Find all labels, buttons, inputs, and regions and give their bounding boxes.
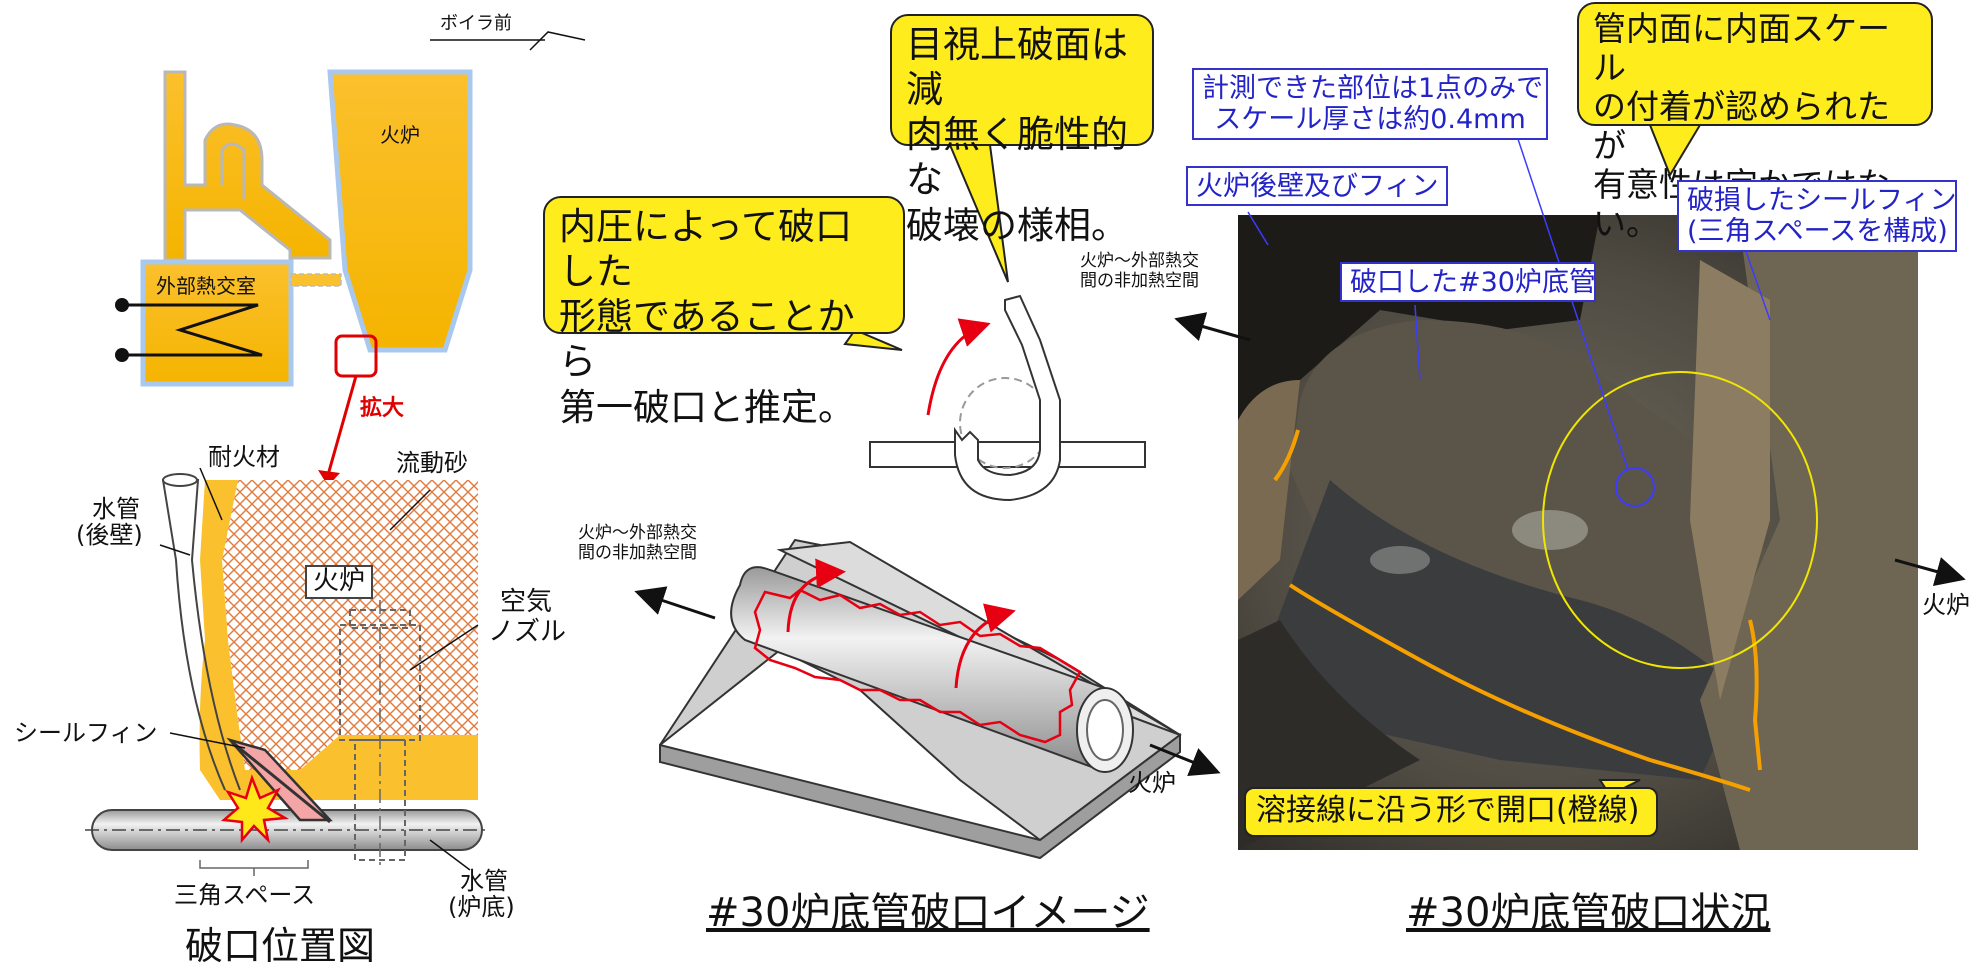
water-tube-rear-sub-label: (後壁)	[76, 521, 143, 549]
furnace-label: 火炉	[305, 565, 374, 599]
callout-tail-pressure	[843, 328, 903, 351]
seal-fin-label: シールフィン	[14, 719, 158, 747]
nonheated-space-label-mid: 火炉～外部熱交 間の非加熱空間	[578, 523, 697, 563]
callout-pressure-line-2: 形態であることから	[559, 295, 855, 384]
damaged-fin-line-1: 破損したシールフィン	[1687, 185, 1957, 216]
triangle-space-label: 三角スペース	[174, 881, 316, 909]
fin-tube-3d	[634, 538, 1221, 860]
ruptured-tube-label: 破口した#30炉底管	[1340, 262, 1596, 302]
water-tube-floor-sub-label: (炉底)	[448, 893, 515, 921]
rupture-image-caption: #30炉底管破口イメージ	[706, 890, 1150, 936]
nonheated-space-right-line-1: 火炉～外部熱交	[1080, 251, 1199, 271]
callout-internal-pressure: 内圧によって破口した 形態であることから 第一破口と推定。	[543, 196, 905, 429]
enlarged-section	[85, 467, 490, 876]
callout-scale-line-2: の付着が認められたが	[1593, 86, 1890, 165]
measurement-note: 計測できた部位は1点のみで スケール厚さは約0.4mm	[1192, 68, 1548, 140]
callout-visual-rupture: 目視上破面は減 肉無く脆性的な 破壊の様相。	[890, 14, 1154, 247]
callout-pressure-line-3: 第一破口と推定。	[559, 385, 855, 429]
furnace-arrow-label-mid: 火炉	[1128, 769, 1176, 797]
rupture-photo	[1174, 129, 1966, 850]
nonheated-space-right-line-2: 間の非加熱空間	[1080, 270, 1199, 291]
nonheated-space-mid-line-2: 間の非加熱空間	[578, 542, 697, 563]
callout-visual-line-3: 破壊の様相。	[906, 203, 1128, 247]
boiler-schematic	[115, 31, 586, 486]
callout-pressure-line-1: 内圧によって破口した	[559, 205, 853, 294]
enlarge-label: 拡大	[360, 396, 405, 421]
external-hx-label: 外部熱交室	[156, 274, 256, 298]
fluid-sand-label: 流動砂	[396, 449, 468, 477]
water-tube-rear-label: 水管	[92, 495, 140, 523]
callout-scale-line-1: 管内面に内面スケール	[1593, 9, 1890, 87]
damaged-seal-fin-label: 破損したシールフィン (三角スペースを構成)	[1677, 180, 1957, 252]
nonheated-space-label-right: 火炉～外部熱交 間の非加熱空間	[1080, 251, 1199, 291]
measurement-note-line-2: スケール厚さは約0.4mm	[1214, 104, 1526, 136]
furnace-top-label: 火炉	[380, 123, 420, 147]
air-nozzle-sub-label: ノズル	[488, 617, 567, 647]
damaged-fin-line-2: (三角スペースを構成)	[1687, 216, 1948, 248]
tube-section-sketch	[869, 294, 1146, 502]
furnace-arrow-label-right: 火炉	[1922, 591, 1970, 619]
callout-visual-line-1: 目視上破面は減	[906, 23, 1128, 112]
callout-inner-scale: 管内面に内面スケール の付着が認められたが 有意性は定かではない。	[1577, 2, 1933, 243]
nonheated-space-mid-line-1: 火炉～外部熱交	[578, 523, 697, 543]
weld-opening-callout: 溶接線に沿う形で開口(橙線)	[1244, 787, 1658, 837]
air-nozzle-label: 空気	[500, 587, 553, 617]
rupture-status-caption: #30炉底管破口状況	[1406, 890, 1771, 936]
measurement-note-line-1: 計測できた部位は1点のみで	[1202, 73, 1544, 104]
callout-visual-line-2: 肉無く脆性的な	[906, 113, 1128, 202]
boiler-front-label: ボイラ前	[440, 13, 512, 34]
refractory-label: 耐火材	[208, 443, 280, 471]
location-caption: 破口位置図	[185, 924, 376, 968]
rear-wall-fin-label: 火炉後壁及びフィン	[1186, 166, 1448, 206]
water-tube-floor-label: 水管	[460, 867, 508, 895]
